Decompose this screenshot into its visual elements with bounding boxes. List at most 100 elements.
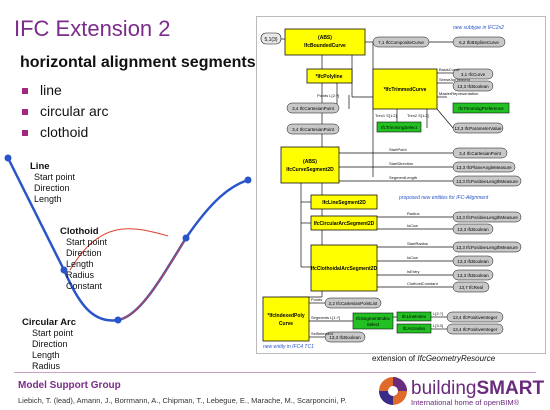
svg-text:Points L[2:?]: Points L[2:?]	[317, 93, 339, 98]
station-point	[244, 176, 252, 184]
org-name: Model Support Group	[18, 380, 121, 391]
svg-text:SenseAgreement: SenseAgreement	[439, 77, 471, 82]
diagram-caption: extension of IfcGeometryResource	[372, 354, 496, 363]
svg-text:13,3 IfcPositiveLengthMeasure: 13,3 IfcPositiveLengthMeasure	[456, 245, 518, 250]
svg-text:13,3 IfcBoolean: 13,3 IfcBoolean	[457, 259, 489, 264]
station-point	[182, 234, 190, 242]
type-cartesian-point-list	[324, 297, 382, 309]
svg-text:StartPoint: StartPoint	[389, 147, 407, 152]
svg-text:3,4 IfcCartesianPoint: 3,4 IfcCartesianPoint	[292, 106, 335, 111]
svg-text:13,4 IfcPositiveInteger: 13,4 IfcPositiveInteger	[453, 327, 498, 332]
svg-text:7,1 IfcCompositeCurve: 7,1 IfcCompositeCurve	[378, 40, 424, 45]
type-boolean-d	[452, 269, 494, 281]
svg-text:IfcTrimmingSelect: IfcTrimmingSelect	[381, 125, 418, 130]
type-boolean-e	[324, 331, 366, 343]
entity-indexed-poly-curve	[262, 296, 310, 342]
svg-text:Select: Select	[367, 322, 380, 327]
bullet-square-icon	[22, 88, 28, 95]
express-g-diagram: new subtype in IFC2x2 proposed new entit…	[256, 16, 546, 354]
svg-text:IsCcw: IsCcw	[407, 223, 418, 228]
svg-text:13,3 IfcBoolean: 13,3 IfcBoolean	[457, 227, 489, 232]
express-g-svg: new subtype in IFC2x2 proposed new entit…	[260, 25, 522, 350]
svg-text:13,7 IfcReal: 13,7 IfcReal	[459, 285, 483, 290]
diagram-notes: new subtype in IFC2x2 proposed new entit…	[263, 25, 504, 350]
clothoid-label: Clothoid	[60, 226, 99, 237]
type-cartesian-point-a	[286, 102, 340, 114]
svg-text:new subtype in IFC2x2: new subtype in IFC2x2	[453, 25, 504, 31]
svg-text:Radius: Radius	[407, 211, 419, 216]
entity-polyline	[306, 68, 353, 84]
bullet-item: circular arc	[22, 101, 108, 122]
type-curve	[452, 68, 494, 80]
entity-clothoidal-arc-segment	[310, 244, 378, 292]
svg-text:proposed new entities for IFC-: proposed new entities for IFC-Alignment	[398, 195, 489, 201]
alignment-sketch	[4, 154, 252, 324]
svg-text:StartRadius: StartRadius	[407, 241, 428, 246]
type-positive-length-b	[452, 211, 522, 223]
station-point	[4, 154, 12, 162]
enum-trimming-preference	[452, 102, 510, 114]
select-segment-index	[352, 312, 394, 330]
station-point	[60, 266, 68, 274]
line-label-group: Line Start point Direction Length	[30, 161, 76, 204]
alignment-line	[6, 157, 66, 271]
svg-text:IfcLineIndex: IfcLineIndex	[402, 314, 427, 319]
svg-text:ClothoidConstant: ClothoidConstant	[407, 281, 439, 286]
bullet-item: line	[22, 80, 108, 101]
type-real	[452, 281, 490, 293]
svg-text:(ABS): (ABS)	[318, 35, 332, 41]
select-trimming	[376, 121, 422, 133]
type-bspline-curve	[452, 36, 506, 48]
svg-text:IfcCurveSegment2D: IfcCurveSegment2D	[286, 167, 334, 173]
svg-text:IfcLineSegment2D: IfcLineSegment2D	[322, 200, 366, 206]
svg-text:new entity in IFC4 TC1: new entity in IFC4 TC1	[263, 344, 314, 350]
svg-text:13,3 IfcBoolean: 13,3 IfcBoolean	[457, 84, 489, 89]
type-positive-length-c	[452, 241, 522, 253]
offset-curve	[69, 228, 169, 271]
svg-text:IsCcw: IsCcw	[407, 255, 418, 260]
bullet-list: line circular arc clothoid	[22, 80, 108, 143]
svg-text:*IfcPolyline: *IfcPolyline	[316, 74, 343, 80]
svg-text:13,3 IfcBoolean: 13,3 IfcBoolean	[329, 335, 361, 340]
svg-text:MasterRepresentation: MasterRepresentation	[439, 91, 478, 96]
svg-text:IfcArcIndex: IfcArcIndex	[403, 326, 426, 331]
buildingsmart-logo-icon	[379, 377, 407, 405]
logo-tagline: International home of openBIM®	[411, 398, 520, 407]
svg-text:5,1(3): 5,1(3)	[264, 37, 277, 43]
svg-text:Trim1 S[1:2]: Trim1 S[1:2]	[375, 113, 397, 118]
page-ref: 5,1(3)	[260, 32, 282, 45]
bullet-item: clothoid	[22, 122, 108, 143]
type-plane-angle	[452, 161, 516, 173]
slide-title: IFC Extension 2	[14, 16, 171, 41]
entity-curve-segment	[280, 146, 340, 184]
svg-text:13,3 IfcBoolean: 13,3 IfcBoolean	[457, 273, 489, 278]
line-label: Line	[30, 161, 50, 172]
svg-text:SegmentLength: SegmentLength	[389, 175, 417, 180]
svg-text:13,4 IfcPositiveInteger: 13,4 IfcPositiveInteger	[453, 315, 498, 320]
svg-text:3,4 IfcCartesianPoint: 3,4 IfcCartesianPoint	[292, 127, 335, 132]
svg-text:(ABS): (ABS)	[303, 159, 317, 165]
svg-text:Trim2 S[1:2]: Trim2 S[1:2]	[407, 113, 429, 118]
entity-circular-arc-segment	[310, 215, 378, 231]
entity-bounded-curve	[284, 28, 366, 56]
type-positive-integer-b	[446, 323, 504, 335]
type-composite-curve	[372, 36, 430, 48]
bullet-square-icon	[22, 130, 28, 137]
clothoid-label-group: Clothoid Start point Direction Length Ra…	[60, 226, 108, 291]
svg-text:L[3:3]: L[3:3]	[433, 323, 443, 328]
svg-text:BasisCurve: BasisCurve	[439, 67, 460, 72]
type-positive-integer-a	[446, 311, 504, 323]
svg-text:Segments L[1:?]: Segments L[1:?]	[311, 315, 340, 320]
svg-text:*IfcIndexedPoly: *IfcIndexedPoly	[267, 313, 304, 319]
entity-trimmed-curve	[372, 68, 438, 110]
arc-label: Circular Arc	[22, 317, 77, 328]
svg-text:IfcTrimmingPreference: IfcTrimmingPreference	[458, 106, 504, 111]
svg-text:2,2 IfcCartesianPointList: 2,2 IfcCartesianPointList	[329, 301, 379, 306]
svg-text:13,3 IfcPlaneAngleMeasure: 13,3 IfcPlaneAngleMeasure	[456, 165, 512, 170]
svg-text:13,3 IfcParameterValue: 13,3 IfcParameterValue	[455, 126, 502, 131]
type-boolean-b	[452, 223, 494, 235]
svg-text:IfcSegmentIndex: IfcSegmentIndex	[356, 316, 391, 321]
svg-text:13,3 IfcPositiveLengthMeasure: 13,3 IfcPositiveLengthMeasure	[456, 215, 518, 220]
type-boolean-c	[452, 255, 494, 267]
type-arc-index	[396, 323, 432, 334]
